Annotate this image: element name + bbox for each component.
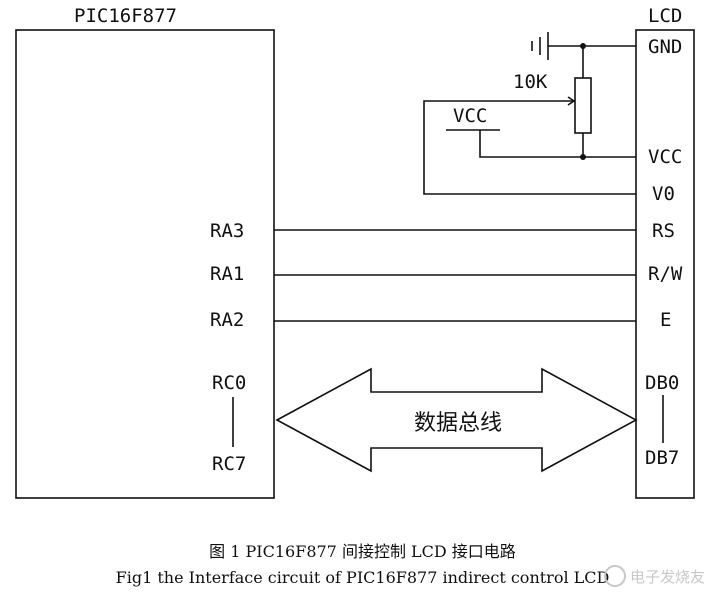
wire-vcc-source-to-lcd (479, 130, 636, 158)
circuit-diagram: PIC16F877 LCD GND VCC V0 RS R/W E DB0 DB… (15, 5, 695, 499)
watermark-logo-icon (604, 565, 626, 587)
mcu-pin-ra2: RA2 (210, 309, 244, 331)
wire-pot-wiper-to-v0 (423, 100, 636, 195)
lcd-title: LCD (648, 5, 682, 27)
lcd-pin-db0: DB0 (645, 372, 679, 394)
watermark-text: 电子发烧友 (630, 567, 706, 586)
data-bus-label: 数据总线 (414, 411, 502, 436)
lcd-block (635, 29, 695, 499)
mcu-pin-ra3: RA3 (210, 220, 244, 242)
lcd-pin-db7: DB7 (645, 447, 679, 469)
caption-english: Fig1 the Interface circuit of PIC16F877 … (115, 568, 610, 587)
lcd-pin-gnd: GND (648, 36, 682, 58)
vcc-source-label: VCC (453, 105, 487, 127)
watermark: 电子发烧友 (604, 556, 722, 596)
lcd-pin-rs: RS (652, 220, 675, 242)
lcd-pin-v0: V0 (652, 183, 675, 205)
caption-chinese: 图 1 PIC16F877 间接控制 LCD 接口电路 (209, 542, 516, 561)
mcu-title: PIC16F877 (74, 5, 177, 27)
lcd-pin-e: E (660, 309, 671, 331)
mcu-pin-rc7: RC7 (212, 453, 246, 475)
mcu-block (15, 29, 275, 499)
lcd-pin-vcc: VCC (648, 146, 682, 168)
data-bus-arrow (275, 367, 638, 473)
mcu-pin-rc0: RC0 (212, 372, 246, 394)
potentiometer (574, 77, 592, 134)
potentiometer-label: 10K (513, 71, 548, 93)
lcd-pin-rw: R/W (648, 263, 683, 285)
mcu-pin-ra1: RA1 (210, 263, 244, 285)
junction-vcc (580, 154, 586, 160)
